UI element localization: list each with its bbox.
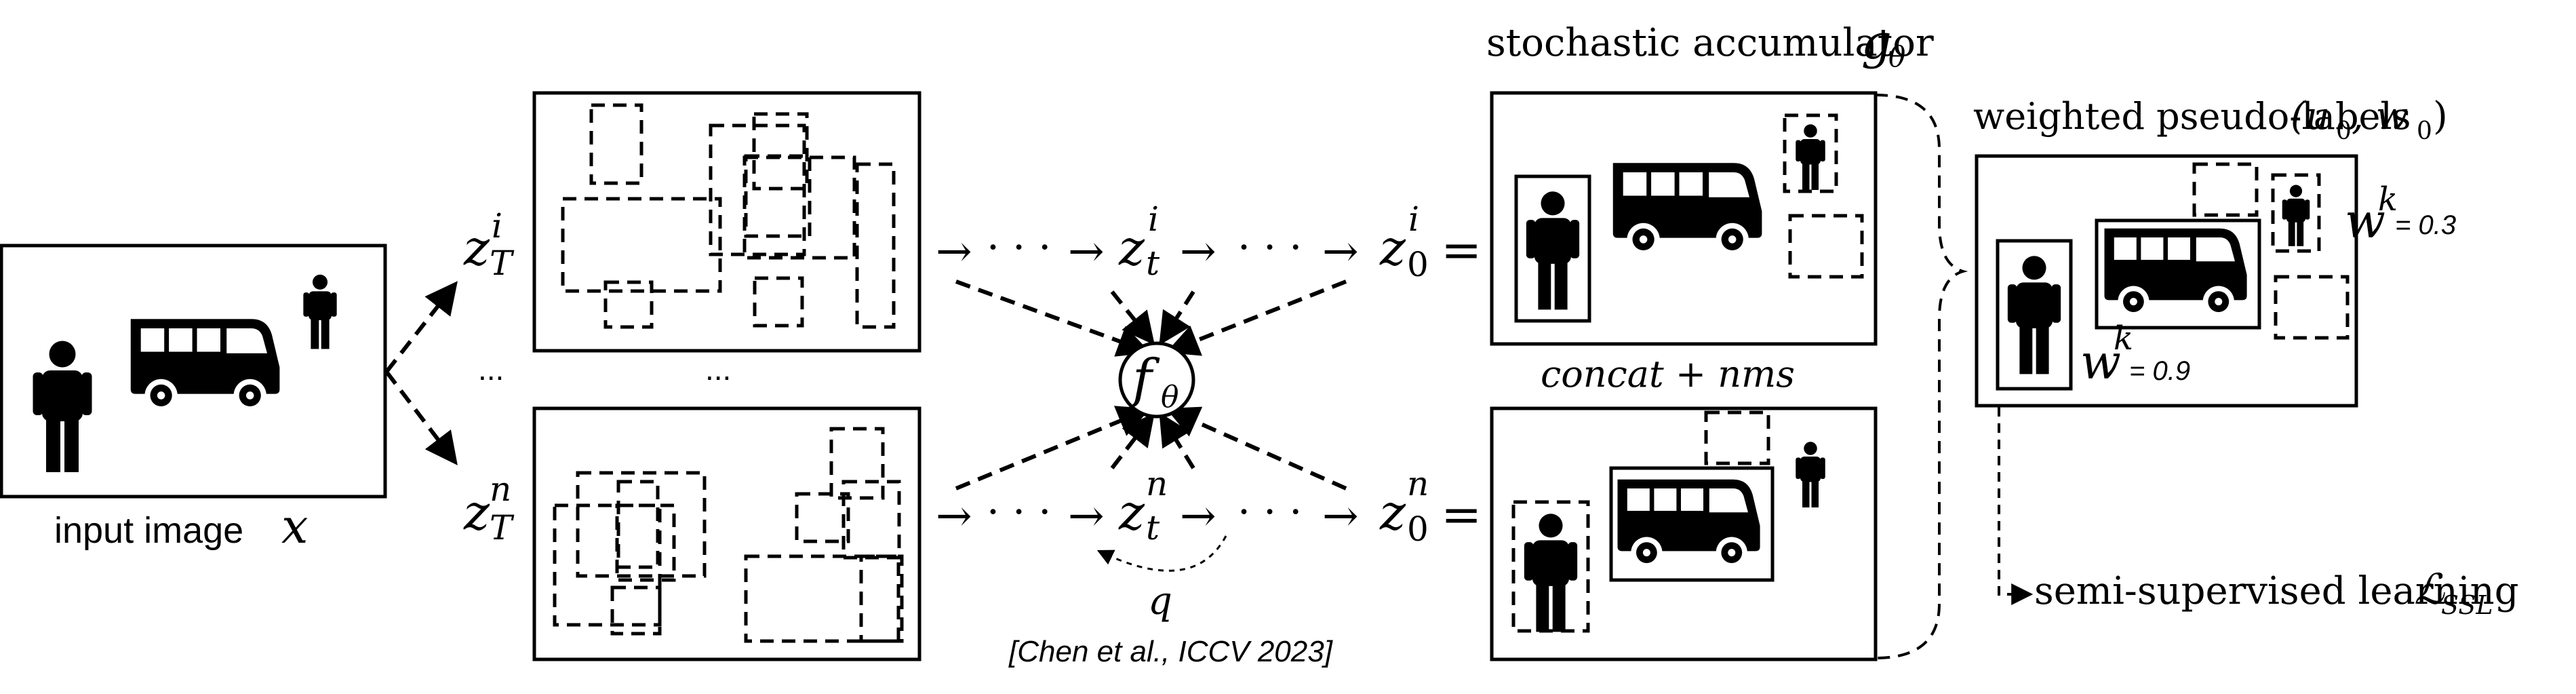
noise-label-top: z i T — [463, 206, 515, 283]
svg-text:semi-supervised learning: semi-supervised learning — [2034, 569, 2519, 613]
svg-text:= 0.9: = 0.9 — [2129, 356, 2190, 386]
person-icon — [303, 274, 337, 349]
ssl-label: semi-supervised learning ℒ SSL — [2034, 564, 2519, 620]
svg-text:T: T — [490, 244, 515, 283]
person-icon — [2007, 256, 2061, 374]
svg-text:=: = — [1441, 221, 1482, 278]
z0-top-label: z i 0 — [1379, 199, 1429, 284]
svg-text:=: = — [1441, 486, 1482, 543]
merge-label: concat + nms — [1541, 353, 1795, 396]
chain-dots-bottom-1: · · · — [987, 488, 1051, 536]
svg-text:→: → — [1068, 491, 1105, 541]
svg-text:→: → — [1322, 491, 1359, 541]
noise-panel-bottom — [532, 406, 922, 661]
svg-text:z: z — [463, 484, 490, 541]
svg-text:): ) — [2433, 94, 2448, 138]
model-input-arrows — [955, 279, 1347, 490]
svg-text:= 0.3: = 0.3 — [2395, 210, 2456, 240]
svg-text:SSL: SSL — [2441, 590, 2493, 620]
svg-text:i: i — [492, 206, 502, 246]
svg-text:0: 0 — [1407, 509, 1429, 549]
svg-text:→: → — [1322, 227, 1359, 277]
chain-dots-top-2: · · · — [1237, 224, 1302, 271]
input-image-label: input image — [54, 510, 243, 551]
svg-text:0: 0 — [2336, 117, 2352, 145]
svg-text:w: w — [2345, 193, 2385, 249]
weight-label-low: w k = 0.3 — [2345, 180, 2456, 249]
svg-text:→: → — [1180, 491, 1216, 541]
noise-panel-top — [532, 91, 922, 353]
chain-bottom: → · · · → z n t → · · · → z n 0 = — [936, 464, 1482, 549]
svg-text:(u: (u — [2291, 94, 2330, 138]
person-icon — [1524, 514, 1578, 632]
svg-text:0: 0 — [1407, 245, 1429, 284]
q-loop-arrow: q — [1096, 535, 1227, 623]
svg-text:w: w — [2080, 334, 2121, 390]
citation: [Chen et al., ICCV 2023] — [1008, 635, 1334, 668]
svg-text:t: t — [1146, 244, 1160, 283]
svg-text:0: 0 — [2417, 117, 2432, 145]
noise-label-bottom: z n T — [463, 469, 515, 547]
svg-text:z: z — [1118, 484, 1145, 541]
merge-brace — [1875, 94, 1968, 659]
weight-label-high: w k = 0.9 — [2080, 320, 2190, 390]
bus-icon — [130, 319, 280, 412]
person-icon — [1796, 442, 1825, 507]
svg-text:z: z — [1118, 219, 1145, 276]
svg-text:n: n — [490, 469, 511, 509]
ellipsis-mid: ... — [705, 351, 731, 387]
ssl-arrow — [1998, 407, 2034, 605]
input-image-panel — [0, 244, 387, 499]
svg-text:→: → — [1180, 227, 1216, 277]
svg-text:→: → — [936, 227, 972, 277]
svg-text:g: g — [1861, 14, 1892, 70]
chain-dots-top-1: · · · — [987, 224, 1051, 271]
svg-text:ℒ: ℒ — [2414, 564, 2445, 614]
svg-text:θ: θ — [1888, 40, 1905, 73]
person-icon — [2282, 185, 2310, 246]
pseudo-labels-panel — [1975, 154, 2358, 408]
svg-text:z: z — [1379, 484, 1406, 541]
person-icon — [1796, 124, 1825, 190]
chain-top: → · · · → z i t → · · · → z i 0 = — [936, 199, 1482, 284]
ellipsis-left: ... — [478, 351, 504, 387]
svg-text:z: z — [463, 219, 490, 276]
svg-text:→: → — [936, 491, 972, 541]
svg-text:→: → — [1068, 227, 1105, 277]
svg-text:stochastic accumulator: stochastic accumulator — [1486, 21, 1934, 65]
person-icon — [33, 341, 92, 472]
svg-text:k: k — [2114, 320, 2133, 358]
svg-text:weighted pseudo-labels: weighted pseudo-labels — [1973, 95, 2411, 138]
svg-text:z: z — [1379, 219, 1406, 276]
accumulator-panel-bottom — [1490, 406, 1878, 661]
bus-icon — [2104, 228, 2247, 317]
svg-text:k: k — [2378, 180, 2398, 218]
zt-bottom-label: z n t — [1118, 464, 1168, 547]
accumulator-title: stochastic accumulator g θ — [1486, 14, 1934, 73]
q-label: q — [1148, 579, 1172, 623]
input-to-noise-arrows — [384, 281, 458, 465]
zt-top-label: z i t — [1118, 199, 1160, 283]
bus-icon — [1617, 479, 1760, 568]
svg-text:i: i — [1408, 199, 1419, 239]
pseudo-labels-title: weighted pseudo-labels (u 0 , w 0 ) — [1973, 94, 2448, 145]
svg-text:t: t — [1146, 508, 1160, 547]
accumulator-panel-top — [1490, 91, 1878, 346]
chain-dots-bottom-2: · · · — [1237, 488, 1302, 536]
input-image-symbol: x — [281, 499, 308, 554]
svg-text:θ: θ — [1161, 380, 1179, 415]
svg-text:T: T — [490, 508, 515, 547]
svg-text:i: i — [1148, 199, 1159, 239]
bus-icon — [1612, 163, 1762, 256]
svg-text:n: n — [1146, 464, 1168, 503]
z0-bottom-label: z n 0 — [1379, 464, 1429, 549]
svg-text:n: n — [1407, 464, 1429, 503]
svg-text:, w: , w — [2352, 94, 2409, 138]
model-node: f θ — [1118, 341, 1195, 419]
person-icon — [1526, 191, 1580, 310]
